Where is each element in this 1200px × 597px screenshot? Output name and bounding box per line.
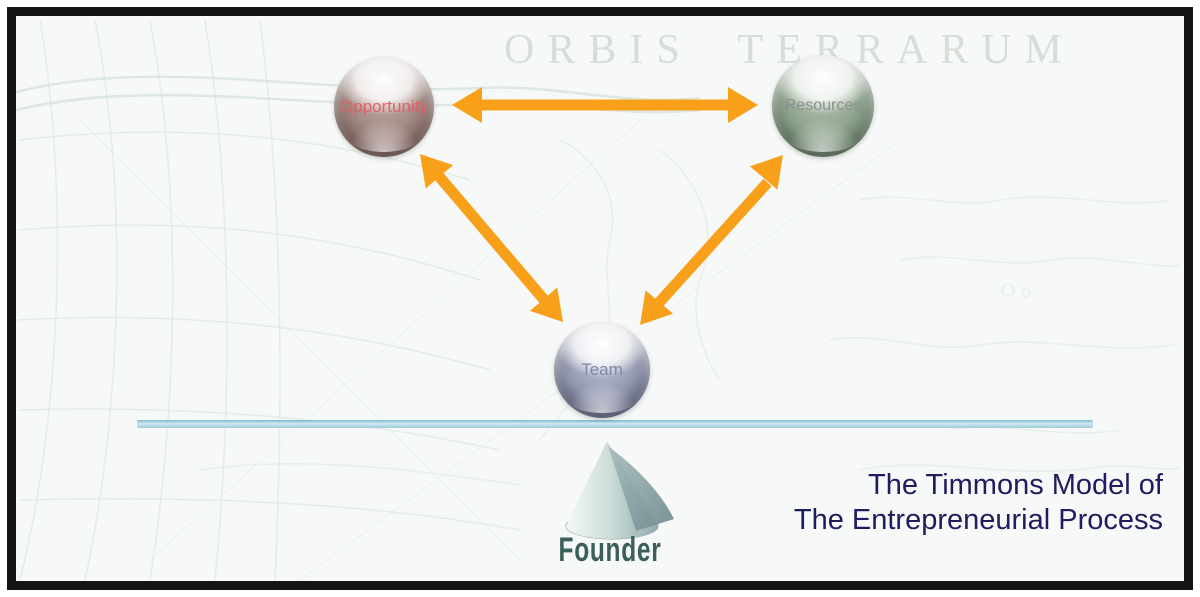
- arrow-opportunity-team: [420, 154, 563, 322]
- map-title-text: ORBIS TERRARUM: [504, 27, 1075, 73]
- fulcrum-beam: [137, 420, 1093, 428]
- caption-line-2: The Entrepreneurial Process: [793, 504, 1163, 536]
- world-map-background: [16, 19, 1181, 581]
- node-team-label: Team: [581, 360, 623, 379]
- arrow-team-resources: [640, 155, 783, 325]
- figure-caption: The Timmons Model of The Entrepreneurial…: [794, 468, 1163, 538]
- node-opportunity: Opportunity: [334, 57, 434, 157]
- node-team: Team: [554, 322, 650, 418]
- figure-canvas: ORBIS TERRARUM: [16, 16, 1184, 581]
- node-opportunity-label: Opportunity: [340, 97, 428, 116]
- figure-frame: ORBIS TERRARUM: [7, 7, 1193, 590]
- arrow-opportunity-resources: [452, 87, 758, 123]
- caption-line-1: The Timmons Model of: [868, 469, 1163, 501]
- node-resources: Resources: [772, 55, 874, 157]
- node-resources-label: Resources: [784, 97, 862, 114]
- connector-layer: [420, 87, 783, 540]
- founder-cone: [565, 441, 674, 540]
- founder-label: Founder: [558, 531, 662, 569]
